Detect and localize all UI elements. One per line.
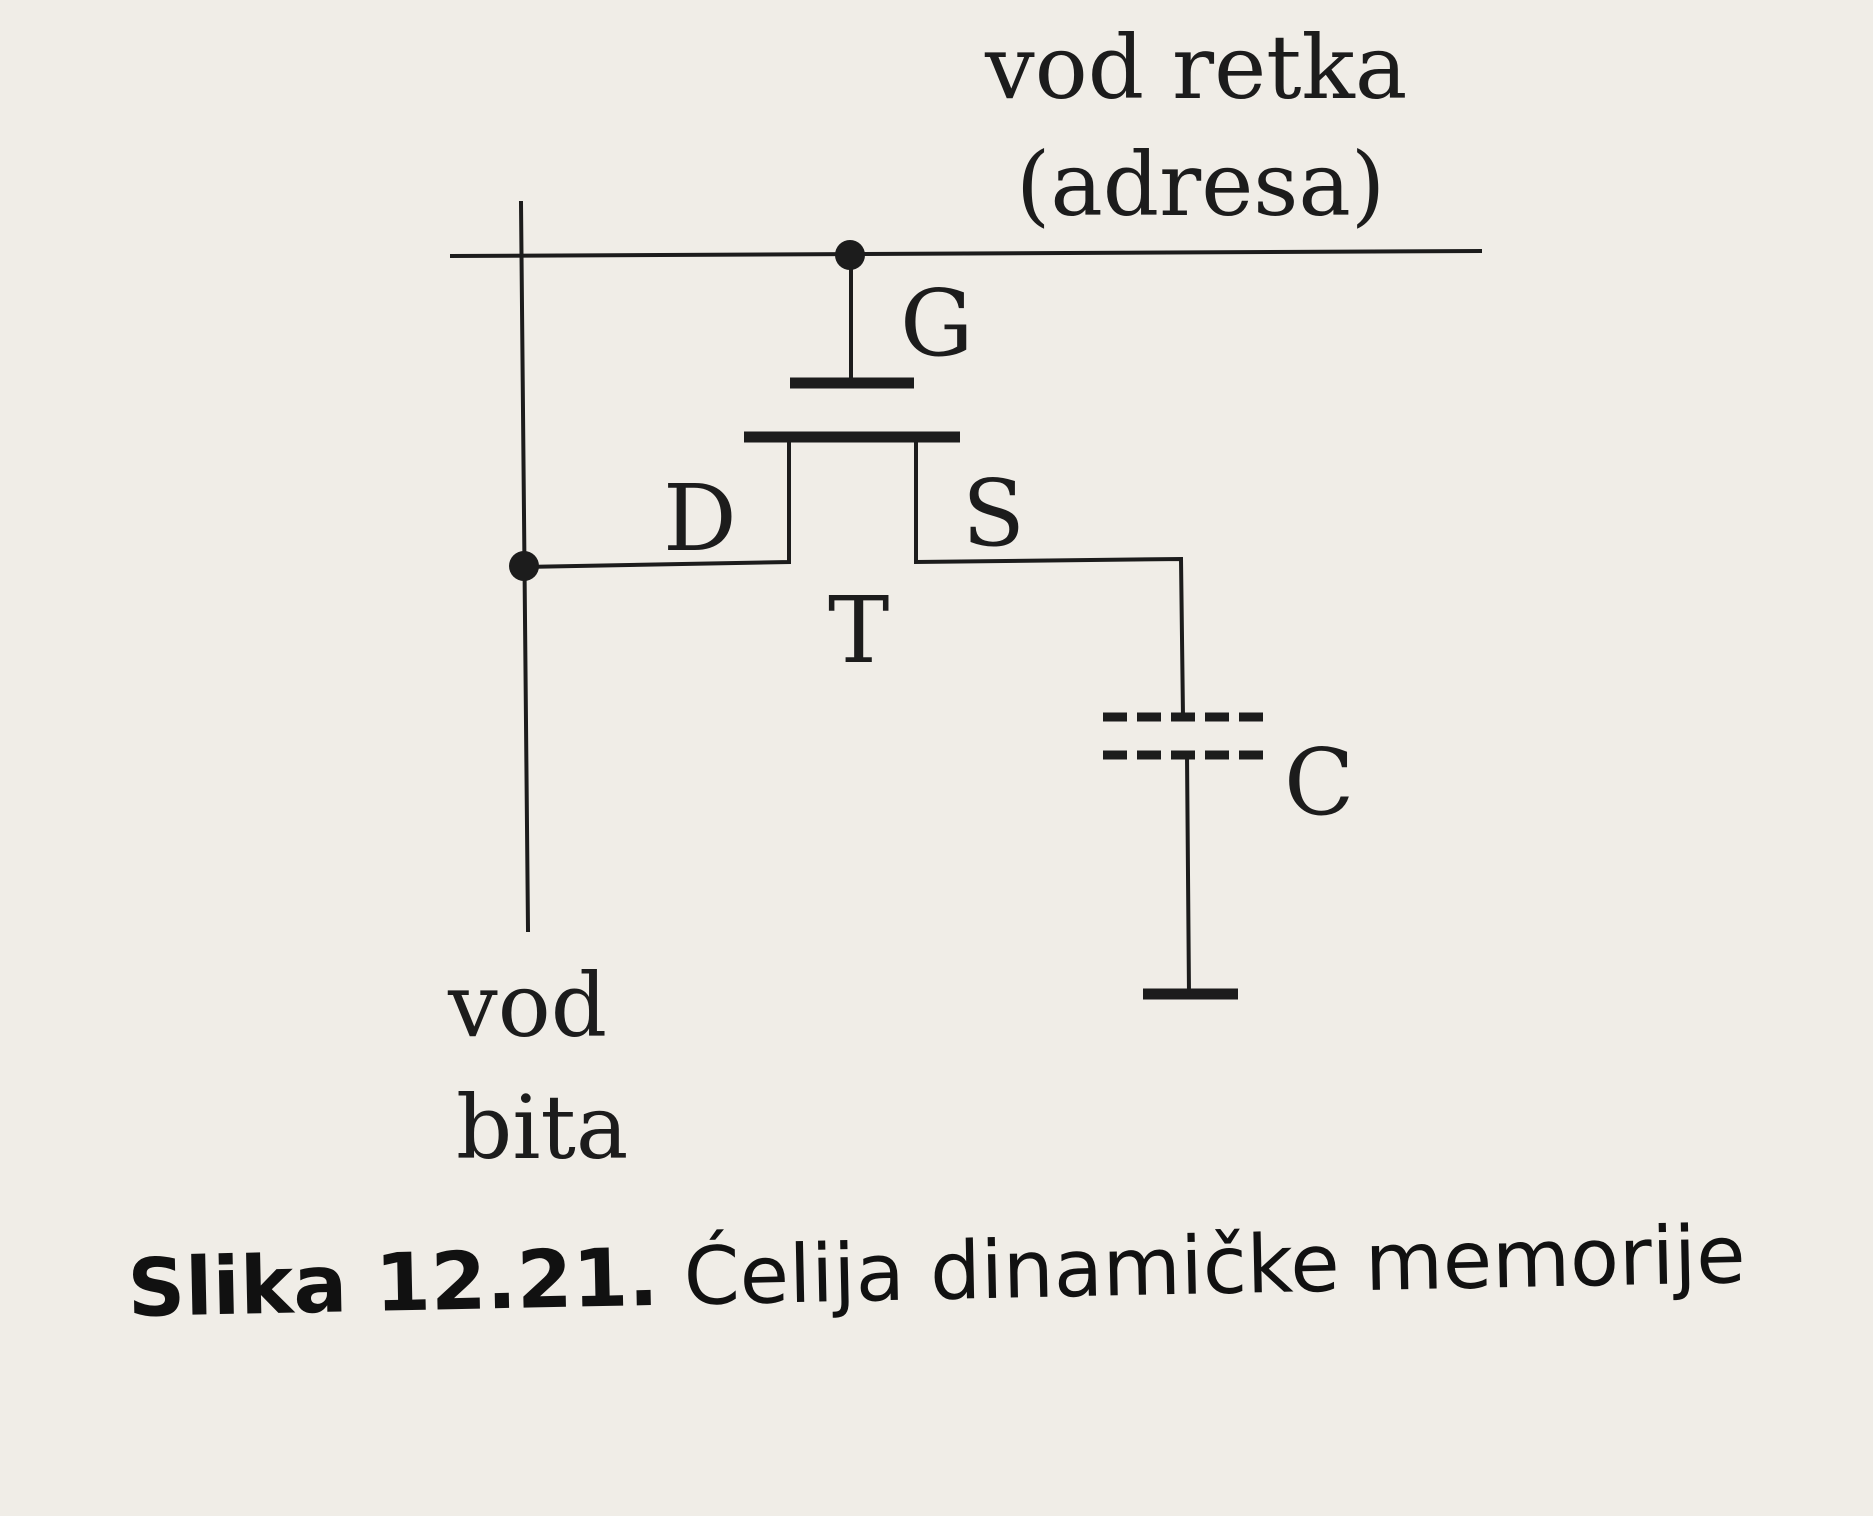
source-label: S (962, 460, 1025, 567)
drain-junction-node (509, 551, 539, 581)
capacitor-label: C (1284, 729, 1354, 836)
source-wire (914, 439, 1186, 720)
drain-wire (522, 439, 791, 570)
capacitor-lead (1184, 752, 1192, 997)
row-line-wire (449, 248, 1483, 259)
bit-line-label-2: bita (456, 1076, 628, 1179)
gate-junction-node (835, 240, 865, 270)
drain-label: D (663, 465, 737, 572)
gate-label: G (900, 270, 974, 377)
caption-number: Slika 12.21. (126, 1230, 660, 1335)
row-line-label-1: vod retka (984, 16, 1407, 119)
transistor-label: T (828, 577, 889, 684)
row-line-label-2: (adresa) (1016, 133, 1385, 236)
bit-line-label-1: vod (447, 954, 607, 1057)
